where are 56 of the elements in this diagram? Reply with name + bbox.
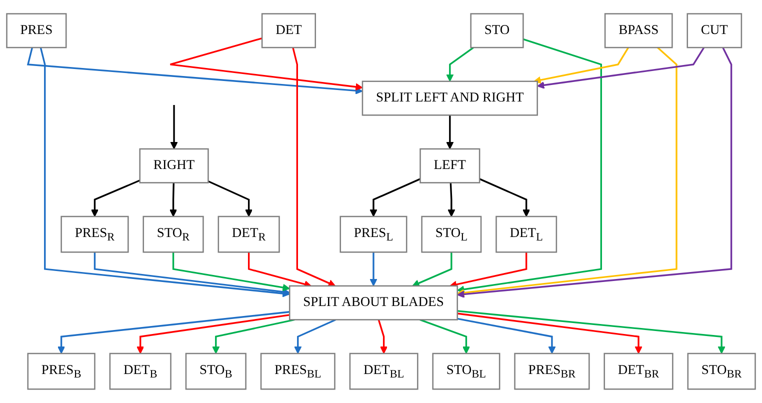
arrow (412, 252, 452, 287)
arrow (378, 320, 388, 354)
node-box: STO$_{BR}$ (687, 352, 756, 390)
node-box: STO$_{BL}$ (432, 352, 500, 390)
arrow (534, 47, 630, 84)
arrow (212, 318, 295, 354)
node-box: SPLIT ABOUT BLADES (288, 285, 458, 320)
arrow (26, 47, 363, 94)
arrow (94, 252, 290, 296)
node-box: PRES$_{B}$ (27, 352, 96, 390)
arrow (457, 318, 556, 354)
node-box: DET (261, 13, 316, 48)
node-box: PRES$_{BL}$ (260, 352, 336, 390)
arrow (457, 310, 726, 354)
node-box: STO$_{R}$ (142, 216, 204, 253)
arrow (172, 252, 290, 292)
arrow (457, 46, 678, 296)
arrow (91, 180, 140, 217)
node-box: DET$_{BL}$ (349, 352, 418, 390)
node-box: DET$_{R}$ (218, 216, 280, 253)
node-box: CUT (686, 13, 742, 48)
arrow (420, 318, 470, 354)
arrow (457, 47, 732, 298)
arrow (446, 46, 474, 82)
node-box: BPASS (604, 13, 673, 48)
arrow (479, 178, 530, 217)
node-box: PRES (6, 13, 67, 48)
node-box: PRES$_{L}$ (340, 216, 408, 253)
arrow (169, 38, 363, 91)
node-box: STO (470, 13, 524, 48)
arrow (370, 252, 378, 286)
node-box: PRES$_{BR}$ (514, 352, 590, 390)
arrow (208, 180, 253, 217)
node-box: DET$_{BR}$ (604, 352, 674, 390)
arrow (457, 312, 642, 354)
node-box: STO$_{B}$ (185, 352, 246, 390)
arrow (136, 314, 290, 354)
arrow (370, 178, 421, 217)
arrow (448, 182, 456, 217)
node-box: PRES$_{R}$ (60, 216, 129, 253)
arrow (40, 47, 290, 298)
arrow (446, 115, 454, 150)
arrow (537, 47, 705, 89)
node-box: DET$_{L}$ (496, 216, 558, 253)
arrow (450, 252, 528, 288)
node-box: RIGHT (139, 148, 209, 184)
node-box: LEFT (420, 148, 480, 184)
arrow (170, 105, 178, 150)
arrow (292, 47, 336, 287)
arrow (58, 311, 290, 354)
arrow (294, 318, 336, 354)
node-box: STO$_{L}$ (421, 216, 482, 253)
arrow (457, 38, 602, 294)
node-box: DET$_{B}$ (109, 352, 172, 390)
node-box: SPLIT LEFT AND RIGHT (362, 80, 538, 116)
arrow (170, 182, 177, 217)
